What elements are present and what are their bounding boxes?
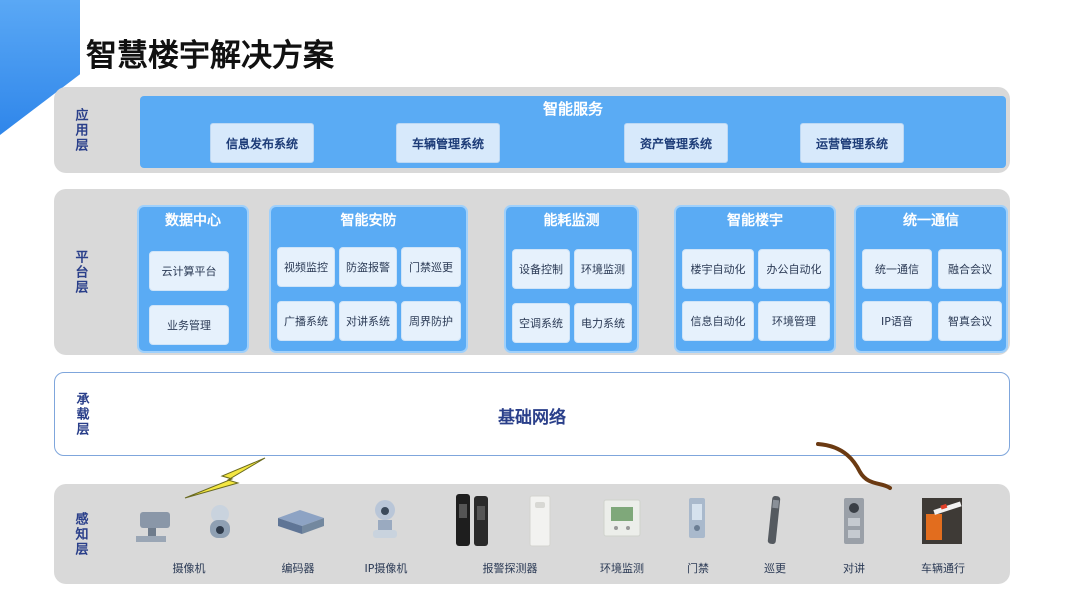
device-label: 报警探测器: [482, 562, 538, 575]
cable-line: [816, 442, 892, 490]
module-item[interactable]: 防盗报警: [339, 247, 397, 287]
module-title: 智能安防: [340, 213, 397, 229]
app-item-info-publish[interactable]: 信息发布系统: [210, 123, 314, 163]
device-label: 环境监测: [600, 562, 644, 575]
encoder-icon: [278, 510, 324, 534]
device-label: 车辆通行: [921, 562, 965, 575]
page-title: 智慧楼宇解决方案: [86, 38, 334, 74]
module-item[interactable]: 电力系统: [574, 303, 632, 343]
camera-icon: [136, 505, 230, 542]
device-label: 门禁: [687, 562, 709, 575]
module-item[interactable]: 空调系统: [512, 303, 570, 343]
module-title: 智能楼宇: [727, 213, 783, 229]
module-smart-building: 智能楼宇 楼宇自动化 办公自动化 信息自动化 环境管理: [674, 205, 836, 353]
module-item[interactable]: 办公自动化: [758, 249, 830, 289]
vehicle-gate-icon: [922, 498, 962, 544]
access-control-icon: [689, 498, 705, 538]
device-label: IP摄像机: [364, 562, 408, 575]
module-item[interactable]: 业务管理: [149, 305, 229, 345]
module-item[interactable]: 环境监测: [574, 249, 632, 289]
module-item[interactable]: 周界防护: [401, 301, 461, 341]
app-item-vehicle[interactable]: 车辆管理系统: [396, 123, 500, 163]
layer-label-perception: 感知层: [72, 511, 88, 557]
module-title: 能耗监测: [543, 213, 600, 229]
layer-label-platform: 平台层: [72, 249, 88, 295]
device-label: 巡更: [764, 562, 786, 575]
platform-layer: 平台层 数据中心 云计算平台 业务管理 智能安防 视频监控 防盗报警 门禁巡更 …: [54, 189, 1010, 355]
device-label: 对讲: [843, 562, 865, 575]
module-item[interactable]: 门禁巡更: [401, 247, 461, 287]
bearer-layer: 承载层 基础网络: [54, 372, 1010, 456]
network-label: 基础网络: [498, 408, 566, 428]
module-item[interactable]: 楼宇自动化: [682, 249, 754, 289]
ip-camera-icon: [373, 500, 397, 538]
intercom-icon: [844, 498, 864, 544]
module-item[interactable]: 对讲系统: [339, 301, 397, 341]
module-title: 统一通信: [903, 213, 959, 229]
perception-layer: 感知层 摄像机 编码器 IP摄像机 报警探测器 环: [54, 484, 1010, 584]
module-data-center: 数据中心 云计算平台 业务管理: [137, 205, 249, 353]
smart-service-panel: 智能服务 信息发布系统 车辆管理系统 资产管理系统 运营管理系统: [140, 96, 1006, 168]
module-item[interactable]: 统一通信: [862, 249, 932, 289]
module-item[interactable]: 信息自动化: [682, 301, 754, 341]
module-item[interactable]: IP语音: [862, 301, 932, 341]
patrol-stick-icon: [767, 496, 781, 544]
layer-label-bearer: 承载层: [73, 391, 89, 437]
wireless-signal-icon: [184, 457, 266, 499]
alarm-detector-icon: [456, 494, 551, 547]
module-energy-monitoring: 能耗监测 设备控制 环境监测 空调系统 电力系统: [504, 205, 639, 353]
smart-service-title: 智能服务: [542, 100, 603, 118]
application-layer: 应用层 智能服务 信息发布系统 车辆管理系统 资产管理系统 运营管理系统: [54, 87, 1010, 173]
device-label: 摄像机: [172, 562, 206, 575]
layer-label-application: 应用层: [72, 107, 88, 153]
app-item-asset[interactable]: 资产管理系统: [624, 123, 728, 163]
app-item-operation[interactable]: 运营管理系统: [800, 123, 904, 163]
module-smart-security: 智能安防 视频监控 防盗报警 门禁巡更 广播系统 对讲系统 周界防护: [269, 205, 468, 353]
module-item[interactable]: 智真会议: [938, 301, 1002, 341]
module-item[interactable]: 视频监控: [277, 247, 335, 287]
module-title: 数据中心: [165, 213, 221, 229]
module-item[interactable]: 广播系统: [277, 301, 335, 341]
module-unified-communication: 统一通信 统一通信 融合会议 IP语音 智真会议: [854, 205, 1008, 353]
module-item[interactable]: 设备控制: [512, 249, 570, 289]
environment-monitor-icon: [603, 499, 641, 537]
device-label: 编码器: [281, 562, 315, 575]
module-item[interactable]: 云计算平台: [149, 251, 229, 291]
module-item[interactable]: 环境管理: [758, 301, 830, 341]
module-item[interactable]: 融合会议: [938, 249, 1002, 289]
